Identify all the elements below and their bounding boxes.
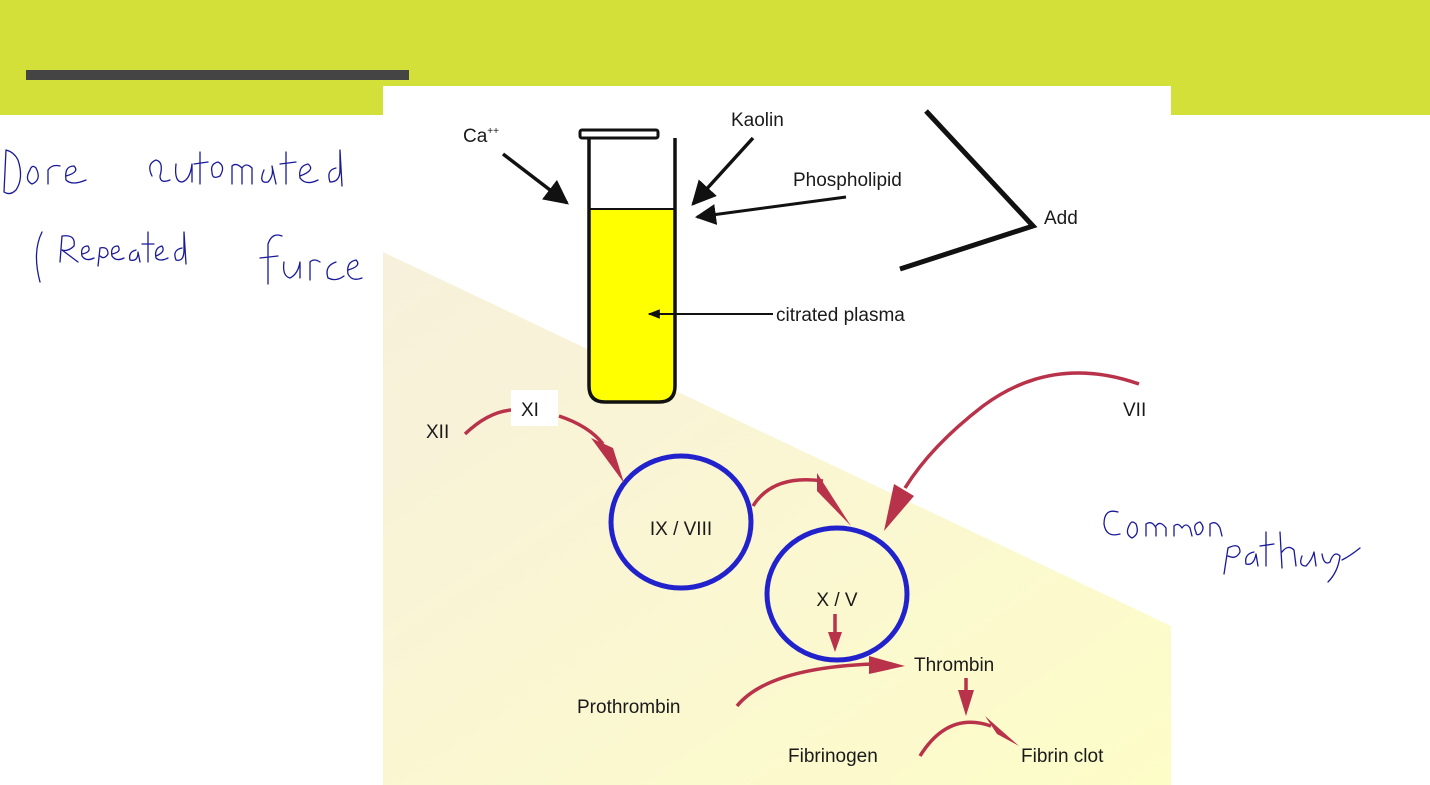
add-bracket <box>899 109 1038 272</box>
fibrinogen-arrowhead <box>985 716 1019 746</box>
pathway-arrowheads <box>591 438 1019 746</box>
fibrinogen-label: Fibrinogen <box>788 746 878 767</box>
test-tube <box>578 128 677 404</box>
prothrombin-arrow-shaft <box>735 662 874 708</box>
tube-outline <box>587 138 677 404</box>
annotation-repeated-force <box>35 231 363 285</box>
thrombin-label: Thrombin <box>914 655 994 676</box>
thrombin-to-fibrinogen-arrowhead <box>958 690 974 716</box>
prothrombin-label: Prothrombin <box>577 697 681 718</box>
ix-to-x-arrowhead <box>817 473 851 526</box>
ix-to-x-arrow-shaft <box>751 478 824 507</box>
factor-vii-label: VII <box>1123 400 1146 421</box>
vii-to-x-arrowhead <box>884 484 914 531</box>
x-to-thrombin-arrowhead <box>828 632 842 652</box>
xi-to-ix-arrowhead <box>591 438 624 483</box>
xii-to-xi-arrow <box>463 408 512 436</box>
prothrombin-arrowhead <box>869 656 905 674</box>
plasma-label: citrated plasma <box>776 305 905 326</box>
title-underline <box>26 70 409 80</box>
factor-x-v-circle <box>764 525 910 663</box>
factor-ix-viii-label: IX / VIII <box>650 519 712 540</box>
factor-xi-label: XI <box>521 400 539 421</box>
aptt-diagram: Ca++ Kaolin Phospholipid Add citrated pl… <box>383 86 1171 785</box>
kaolin-arrow <box>691 136 755 206</box>
calcium-label: Ca++ <box>463 126 499 147</box>
vii-to-x-arrow-shaft <box>903 371 1140 489</box>
fibrin-clot-label: Fibrin clot <box>1021 746 1104 767</box>
factor-x-v-label: X / V <box>816 590 858 611</box>
phospholipid-label: Phospholipid <box>793 170 902 191</box>
xi-to-ix-arrow-shaft <box>558 414 605 446</box>
phospholipid-arrow <box>694 195 847 225</box>
coagulation-diagram-svg: Ca++ Kaolin Phospholipid Add citrated pl… <box>383 86 1171 785</box>
xi-label-box <box>511 390 558 426</box>
kaolin-label: Kaolin <box>731 110 784 131</box>
factor-xii-label: XII <box>426 422 449 443</box>
calcium-arrow <box>501 152 569 205</box>
fibrinogen-arrow-shaft <box>918 720 992 757</box>
tube-rim <box>578 128 660 140</box>
annotation-more-automated <box>3 149 343 195</box>
shaded-region <box>383 252 1171 785</box>
citrated-plasma-fill <box>589 208 675 402</box>
factor-ix-viii-circle <box>608 453 754 591</box>
add-label: Add <box>1044 208 1078 229</box>
